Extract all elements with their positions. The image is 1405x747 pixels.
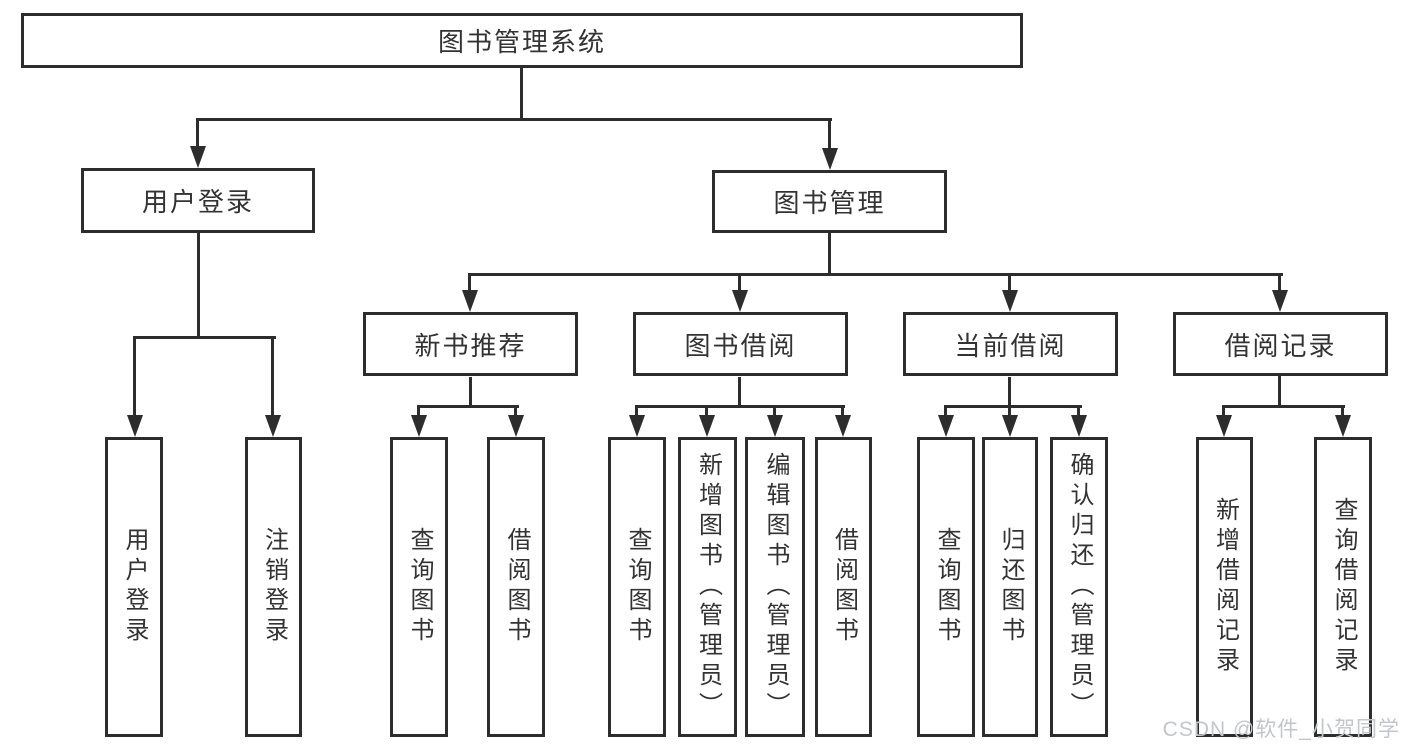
watermark-text: CSDN @软件_小贺同学 <box>1162 718 1400 741</box>
leaf-query-books-recommend: 查询图书 <box>390 437 448 737</box>
connector-arrow-shaft <box>271 336 274 417</box>
node-book-management: 图书管理 <box>712 170 947 233</box>
leaf-logout-login: 注销登录 <box>245 437 302 737</box>
connector-arrow-shaft <box>705 405 708 417</box>
node-current-borrowing: 当前借阅 <box>903 312 1118 376</box>
leaf-label: 注销登录 <box>260 527 288 647</box>
connector-arrow-shaft <box>1008 273 1011 292</box>
connector-line <box>418 405 519 408</box>
connector-line <box>520 68 523 121</box>
connector-arrow-shaft <box>635 405 638 417</box>
connector-arrow-shaft <box>1278 273 1281 292</box>
leaf-borrow-books-recommend: 借阅图书 <box>487 437 545 737</box>
connector-line <box>828 233 831 276</box>
connector-arrowhead-down <box>508 415 524 437</box>
leaf-add-borrow-record: 新增借阅记录 <box>1196 437 1253 737</box>
leaf-label: 编辑图书（管理员） <box>762 452 789 722</box>
connector-line <box>134 336 276 339</box>
connector-line <box>197 118 832 121</box>
connector-arrowhead-down <box>1216 415 1232 437</box>
connector-arrowhead-down <box>1002 415 1018 437</box>
node-new-book-recommendation: 新书推荐 <box>363 312 578 376</box>
connector-line <box>945 405 1082 408</box>
connector-arrow-shaft <box>1008 405 1011 417</box>
leaf-label: 查询图书 <box>624 527 651 647</box>
connector-line <box>469 377 472 408</box>
connector-arrow-shaft <box>514 405 517 417</box>
leaf-borrow-books-borrowing: 借阅图书 <box>815 437 872 737</box>
connector-arrow-shaft <box>417 405 420 417</box>
connector-arrowhead-down <box>1002 290 1018 312</box>
connector-arrowhead-down <box>462 290 478 312</box>
leaf-user-login: 用户登录 <box>105 437 163 737</box>
connector-arrowhead-down <box>127 415 143 437</box>
connector-arrow-shaft <box>468 273 471 292</box>
leaf-query-books-borrowing: 查询图书 <box>608 437 666 737</box>
connector-arrow-shaft <box>944 405 947 417</box>
leaf-label: 新增借阅记录 <box>1211 497 1239 677</box>
leaf-label: 查询图书 <box>933 527 960 647</box>
leaf-label: 借阅图书 <box>503 527 530 647</box>
connector-arrowhead-down <box>732 290 748 312</box>
leaf-label: 用户登录 <box>121 527 148 647</box>
connector-arrow-shaft <box>1341 405 1344 417</box>
connector-arrowhead-down <box>767 415 783 437</box>
connector-arrowhead-down <box>629 415 645 437</box>
connector-line <box>636 405 845 408</box>
connector-line <box>1008 377 1011 408</box>
connector-line <box>1223 405 1345 408</box>
connector-arrowhead-down <box>1335 415 1351 437</box>
connector-arrow-shaft <box>1077 405 1080 417</box>
leaf-query-books-current: 查询图书 <box>917 437 975 737</box>
connector-arrow-shaft <box>196 118 199 148</box>
leaf-edit-books-admin: 编辑图书（管理员） <box>745 437 805 737</box>
connector-arrow-shaft <box>1222 405 1225 417</box>
connector-arrowhead-down <box>1071 415 1087 437</box>
leaf-confirm-return-admin: 确认归还（管理员） <box>1050 437 1108 737</box>
leaf-add-books-admin: 新增图书（管理员） <box>678 437 737 737</box>
leaf-label: 查询图书 <box>406 527 433 647</box>
connector-arrowhead-down <box>190 146 206 168</box>
connector-line <box>197 233 200 339</box>
leaf-label: 新增图书（管理员） <box>694 452 722 722</box>
node-borrowing-records: 借阅记录 <box>1173 312 1388 376</box>
connector-arrow-shaft <box>133 336 136 417</box>
node-book-borrowing: 图书借阅 <box>633 312 848 376</box>
connector-arrowhead-down <box>411 415 427 437</box>
leaf-label: 归还图书 <box>997 527 1024 647</box>
leaf-label: 查询借阅记录 <box>1330 497 1357 677</box>
leaf-label: 确认归还（管理员） <box>1066 452 1093 722</box>
node-library-management-system: 图书管理系统 <box>21 13 1023 68</box>
connector-line <box>469 273 1283 276</box>
node-user-login: 用户登录 <box>81 168 315 233</box>
connector-line <box>738 377 741 408</box>
connector-arrow-shaft <box>738 273 741 292</box>
connector-arrowhead-down <box>265 415 281 437</box>
connector-arrow-shaft <box>773 405 776 417</box>
connector-arrowhead-down <box>835 415 851 437</box>
leaf-return-books: 归还图书 <box>982 437 1038 737</box>
connector-line <box>1278 375 1281 408</box>
connector-arrow-shaft <box>828 118 831 150</box>
connector-arrowhead-down <box>938 415 954 437</box>
leaf-label: 借阅图书 <box>830 527 858 647</box>
connector-arrowhead-down <box>822 148 838 170</box>
connector-arrowhead-down <box>699 415 715 437</box>
connector-arrow-shaft <box>841 405 844 417</box>
connector-arrowhead-down <box>1272 290 1288 312</box>
leaf-query-borrow-record: 查询借阅记录 <box>1314 437 1372 737</box>
